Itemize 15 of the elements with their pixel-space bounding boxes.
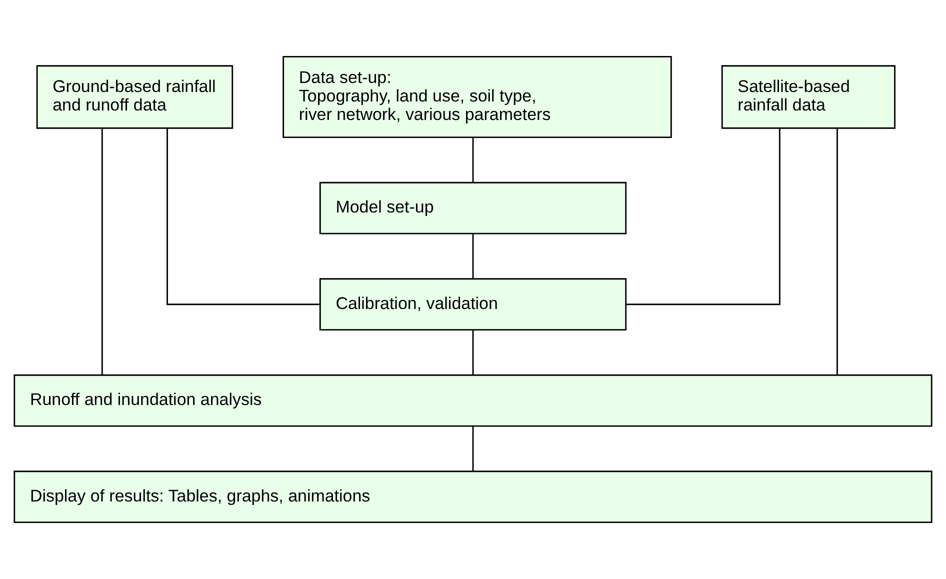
node-box: Model set-up (319, 182, 627, 234)
node-box: Display of results: Tables, graphs, animations (14, 470, 932, 524)
connector (166, 128, 320, 306)
connector (472, 426, 474, 471)
node-box: Calibration, validation (319, 278, 627, 331)
connector (472, 138, 474, 182)
node-box: Data set-up: Topography, land use, soil type, river network, various parameters (282, 56, 672, 138)
node-box: Satellite-based rainfall data (721, 65, 896, 129)
node-box: Runoff and inundation analysis (14, 374, 932, 427)
connector (836, 128, 838, 376)
connector (472, 234, 474, 278)
connector (626, 128, 780, 306)
connector (101, 128, 103, 376)
connector (472, 330, 474, 375)
node-box: Ground-based rainfall and runoff data (36, 65, 234, 129)
